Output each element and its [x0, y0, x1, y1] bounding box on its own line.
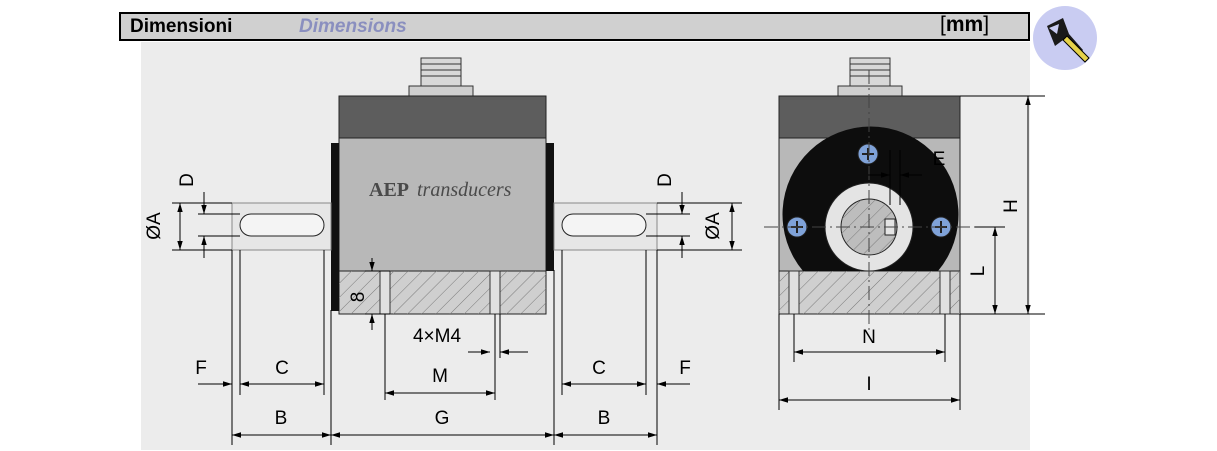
header-title: Dimensioni — [130, 16, 233, 37]
caliper-icon — [1047, 18, 1090, 63]
base-side-hatch — [339, 271, 546, 314]
label-d-right: D — [655, 173, 676, 187]
label-h: H — [1001, 199, 1022, 213]
thread-hole-2 — [489, 270, 501, 315]
label-c-left: C — [275, 358, 289, 379]
connector-front — [837, 57, 903, 99]
key-slot-right — [561, 213, 647, 237]
label-dia-a-left: ØA — [144, 212, 165, 240]
header-subtitle: Dimensions — [299, 16, 407, 37]
key-slot-left — [239, 213, 325, 237]
brand-aep: AEP — [369, 179, 409, 201]
label-b-left: B — [275, 408, 288, 429]
label-g: G — [435, 408, 450, 429]
label-i: I — [866, 374, 871, 395]
unit-close-bracket: ] — [983, 13, 990, 36]
thread-hole-front-2 — [939, 270, 951, 315]
label-thread: 4×M4 — [413, 326, 461, 347]
label-l: L — [968, 266, 989, 277]
brand-transducers: transducers — [417, 179, 512, 201]
thread-hole-front-1 — [788, 270, 800, 315]
front-view — [764, 57, 975, 330]
flange-left — [331, 143, 339, 311]
thread-hole-1 — [379, 270, 391, 315]
screw-top-icon — [857, 143, 879, 165]
label-d-left: D — [177, 173, 198, 187]
connector-side — [408, 57, 474, 99]
label-f-left: F — [195, 358, 207, 379]
label-e: E — [933, 149, 946, 170]
unit-label: [mm] — [940, 13, 989, 37]
header-bar — [119, 12, 1030, 41]
label-b-right: B — [598, 408, 611, 429]
label-eight: 8 — [348, 292, 369, 303]
side-view: AEP transducers — [231, 57, 658, 315]
top-cap-side — [338, 95, 547, 139]
body-side — [338, 137, 547, 272]
caliper-badge — [1033, 6, 1097, 70]
label-m: M — [432, 366, 448, 387]
label-c-right: C — [592, 358, 606, 379]
label-dia-a-right: ØA — [703, 212, 724, 240]
label-n: N — [862, 327, 876, 348]
flange-right — [546, 143, 554, 271]
unit-text: mm — [945, 13, 984, 36]
dimension-lines — [172, 95, 1045, 445]
unit-open-bracket: [ — [940, 13, 946, 36]
label-f-right: F — [679, 358, 691, 379]
